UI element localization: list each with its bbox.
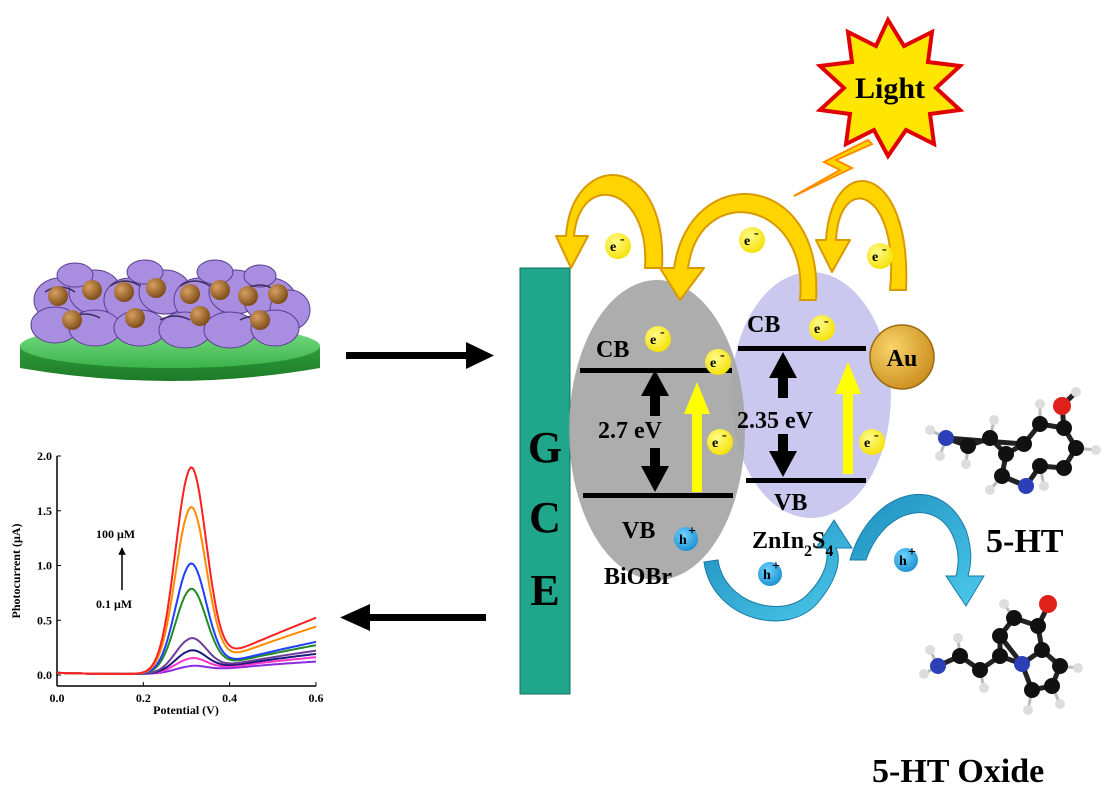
electron-4: e- xyxy=(645,325,671,352)
lightning-bolt xyxy=(793,138,874,197)
electron-5: e- xyxy=(809,314,835,341)
znin2s4-cb-line xyxy=(738,346,866,351)
svg-text:-: - xyxy=(722,428,727,443)
svg-text:+: + xyxy=(688,524,696,539)
x-axis-title: Potential (V) xyxy=(153,703,219,717)
znin2s4-excitation-arrow xyxy=(835,362,861,474)
svg-text:-: - xyxy=(754,226,759,241)
svg-text:+: + xyxy=(908,545,916,560)
svg-text:e: e xyxy=(712,436,718,451)
annotation-low: 0.1 μM xyxy=(96,597,132,611)
electrons: e- e- e- e- e- e- e- e- xyxy=(605,226,893,455)
electron-7: e- xyxy=(707,428,733,455)
electron-1: e- xyxy=(605,232,631,259)
gce-letter-c: C xyxy=(529,493,561,542)
biobr-gap-arrow xyxy=(641,370,669,492)
znin2s4-vb-line xyxy=(746,478,866,483)
znin2s4-gap-arrow xyxy=(769,352,797,477)
svg-text:e: e xyxy=(872,250,878,265)
5-ht-oxide-molecule xyxy=(919,595,1083,715)
biobr-cb-label: CB xyxy=(596,337,629,363)
5-ht-label: 5-HT xyxy=(986,523,1064,560)
electron-transfer-arrows xyxy=(555,174,908,301)
svg-text:h: h xyxy=(899,554,907,569)
curve-1 xyxy=(57,660,317,675)
svg-text:h: h xyxy=(763,568,771,583)
biobr-particle xyxy=(569,280,745,580)
electron-2: e- xyxy=(739,226,765,253)
svg-text:e: e xyxy=(744,234,750,249)
5-ht-molecule xyxy=(925,387,1101,495)
modified-electrode-illustration xyxy=(20,259,320,381)
svg-text:h: h xyxy=(679,533,687,548)
x-ticks: 0.0 0.2 0.4 0.6 xyxy=(50,682,324,705)
x-tick-label: 0.2 xyxy=(136,691,151,705)
gce-letter-g: G xyxy=(528,423,562,472)
hole-2: h+ xyxy=(758,559,782,586)
light-burst: Light xyxy=(815,15,965,160)
y-tick-label: 0.0 xyxy=(37,668,52,682)
svg-text:-: - xyxy=(620,232,625,247)
svg-text:-: - xyxy=(824,314,829,329)
curve-4 xyxy=(57,637,317,675)
curves xyxy=(57,466,317,676)
y-tick-label: 1.5 xyxy=(37,504,52,518)
x-tick-label: 0.4 xyxy=(222,691,237,705)
svg-text:e: e xyxy=(650,333,656,348)
svg-text:e: e xyxy=(710,356,716,371)
au-nanoparticles xyxy=(48,278,288,330)
y-tick-label: 2.0 xyxy=(37,449,52,463)
znin2s4-cb-label: CB xyxy=(747,312,780,338)
biobr-name: BiOBr xyxy=(604,564,672,590)
hole-1: h+ xyxy=(674,524,698,551)
light-label: Light xyxy=(855,72,925,105)
curve-8 xyxy=(57,466,317,675)
photocurrent-plot: 0.0 0.5 1.0 1.5 2.0 0.0 0.2 0.4 0.6 Potential (… xyxy=(9,449,324,717)
gce-letter-e: E xyxy=(530,566,559,615)
znin2s4-name: ZnIn2S4 xyxy=(752,528,833,560)
biobr-excitation-arrow xyxy=(684,382,710,492)
hole-transfer-arrows xyxy=(703,493,985,622)
x-tick-label: 0.6 xyxy=(309,691,324,705)
arrow-to-plot xyxy=(340,604,486,631)
svg-text:-: - xyxy=(660,325,665,340)
biobr-cb-line xyxy=(580,368,732,373)
electron-3: e- xyxy=(867,242,893,269)
svg-text:e: e xyxy=(864,436,870,451)
5-ht-oxide-label: 5-HT Oxide xyxy=(872,753,1044,790)
au-particle: Au xyxy=(869,324,935,390)
electron-8: e- xyxy=(859,428,885,455)
svg-text:+: + xyxy=(772,559,780,574)
svg-text:e: e xyxy=(814,322,820,337)
gce-electrode: G C E xyxy=(519,267,571,695)
arrow-to-mechanism xyxy=(346,342,494,369)
y-tick-label: 0.5 xyxy=(37,613,52,627)
au-label: Au xyxy=(887,346,918,372)
svg-text:-: - xyxy=(720,348,725,363)
electron-6: e- xyxy=(705,348,731,375)
annotation-high: 100 μM xyxy=(96,527,135,541)
biobr-vb-label: VB xyxy=(622,518,655,544)
holes: h+ h+ h+ xyxy=(674,524,918,586)
y-tick-label: 1.0 xyxy=(37,559,52,573)
svg-text:e: e xyxy=(610,240,616,255)
biobr-vb-line xyxy=(583,493,733,498)
biobr-gap-label: 2.7 eV xyxy=(598,418,663,444)
svg-text:-: - xyxy=(874,428,879,443)
svg-text:-: - xyxy=(882,242,887,257)
flower-clusters xyxy=(30,259,311,349)
hole-3: h+ xyxy=(894,545,918,572)
y-axis-title: Photocurrent (μA) xyxy=(9,524,23,619)
znin2s4-gap-label: 2.35 eV xyxy=(737,408,814,434)
y-ticks: 0.0 0.5 1.0 1.5 2.0 xyxy=(37,449,61,682)
znin2s4-vb-label: VB xyxy=(774,490,807,516)
x-tick-label: 0.0 xyxy=(50,691,65,705)
